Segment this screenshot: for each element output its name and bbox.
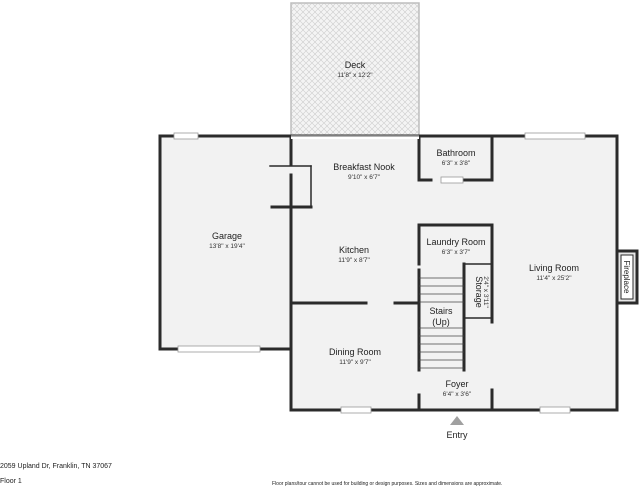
entry-label: Entry	[446, 430, 468, 440]
walls	[158, 134, 619, 412]
bathroom-label: Bathroom	[436, 148, 475, 158]
windows	[173, 132, 586, 414]
breakfast-nook-dims: 9'10" x 6'7"	[348, 174, 381, 181]
breakfast-nook-label: Breakfast Nook	[333, 162, 395, 172]
entry-arrow	[450, 416, 464, 425]
garage-label: Garage	[212, 231, 242, 241]
fireplace	[615, 249, 639, 305]
garage-dims: 13'8" x 19'4"	[209, 243, 245, 250]
kitchen-dims: 11'9" x 8'7"	[338, 257, 370, 264]
living-room-dims: 11'4" x 25'2"	[536, 275, 572, 282]
dining-room-dims: 11'9" x 9'7"	[339, 359, 371, 366]
kitchen-label: Kitchen	[339, 245, 369, 255]
deck-dims: 11'8" x 12'2"	[337, 72, 373, 79]
dining-room-label: Dining Room	[329, 347, 381, 357]
stairs-label: Stairs	[429, 306, 453, 316]
foyer-label: Foyer	[445, 379, 468, 389]
stairs-treads	[419, 277, 464, 369]
foyer-dims: 6'4" x 3'6"	[443, 391, 472, 398]
floor-fill	[160, 136, 637, 410]
fireplace-label: Fireplace	[622, 261, 631, 294]
address-text: 2059 Upland Dr, Franklin, TN 37067	[0, 463, 112, 470]
laundry-label: Laundry Room	[426, 237, 485, 247]
floor-text: Floor 1	[0, 478, 22, 485]
deck-area	[290, 2, 420, 137]
deck-label: Deck	[345, 60, 366, 70]
living-room-label: Living Room	[529, 263, 579, 273]
storage-label: Storage	[474, 276, 484, 308]
disclaimer-text: Floor plans/tour cannot be used for buil…	[272, 481, 503, 487]
stairs-note: (Up)	[432, 317, 450, 327]
storage-dims: 2'4" x 3'11"	[482, 276, 489, 308]
bathroom-dims: 6'3" x 3'8"	[442, 160, 471, 167]
laundry-dims: 6'3" x 3'7"	[442, 249, 471, 256]
